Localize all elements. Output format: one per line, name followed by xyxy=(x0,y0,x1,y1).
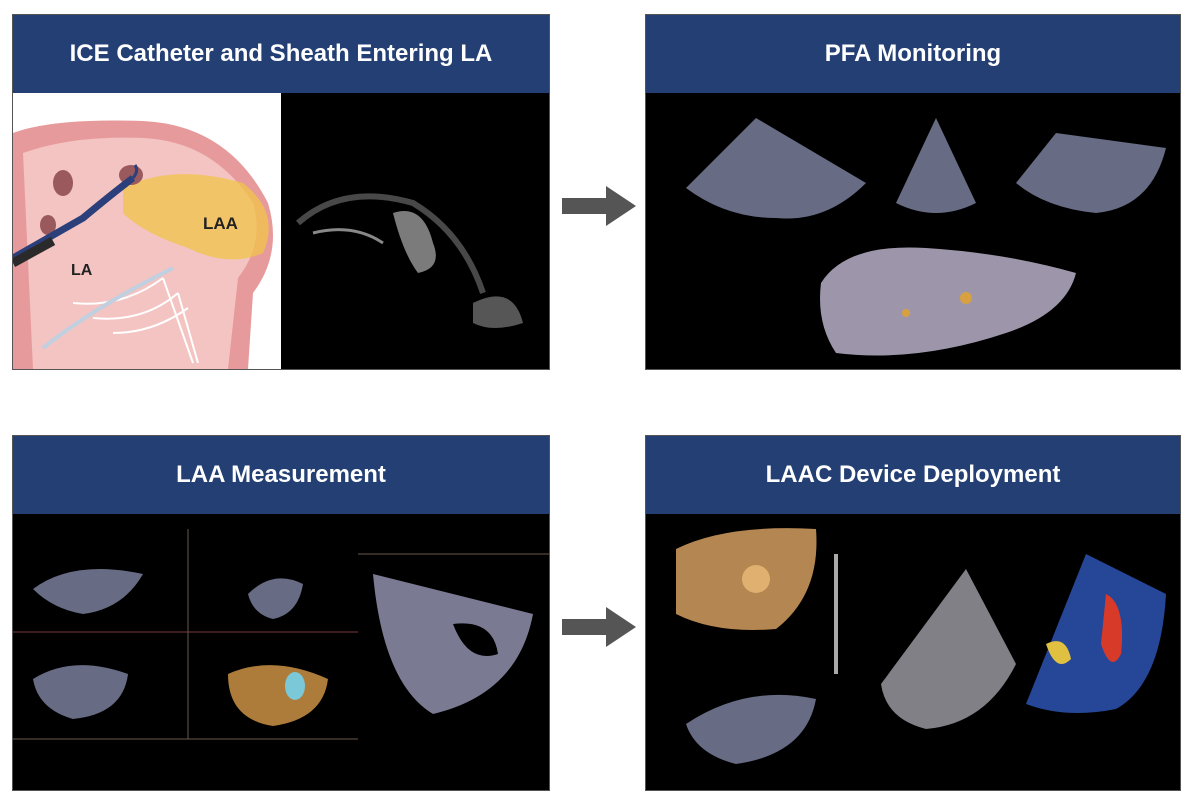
echo-sector xyxy=(881,569,1016,729)
echo-tissue xyxy=(296,193,486,294)
doppler-flow-red xyxy=(1101,594,1122,662)
panel-laac-deployment: LAAC Device Deployment xyxy=(645,435,1181,791)
panel-body-laa xyxy=(13,514,549,790)
laac-echo-images xyxy=(676,528,1166,764)
laa-measurement-views xyxy=(13,529,549,740)
echo-view xyxy=(686,694,816,764)
panel-body-ice: LAA LA xyxy=(13,93,549,369)
echo-view xyxy=(33,665,128,719)
occluder-device xyxy=(742,565,770,593)
zoomed-laa-view xyxy=(373,574,533,714)
3d-echo-render xyxy=(820,247,1076,356)
panel-title-laa: LAA Measurement xyxy=(13,436,549,514)
label-la: LA xyxy=(71,262,93,279)
pulmonary-vein-opening xyxy=(40,215,56,235)
ice-illustration-and-echo: LAA LA xyxy=(13,93,549,369)
catheter-electrode xyxy=(902,309,910,317)
echo-view xyxy=(33,569,143,614)
arrow-right-icon xyxy=(562,186,636,226)
laa-orifice xyxy=(285,672,305,700)
panel-title-ice: ICE Catheter and Sheath Entering LA xyxy=(13,15,549,93)
echo-tissue xyxy=(312,228,384,245)
catheter-electrode xyxy=(960,292,972,304)
echo-sector xyxy=(896,118,976,213)
color-scale-bar xyxy=(834,554,838,674)
3d-laa-render xyxy=(228,665,328,726)
panel-ice-catheter: ICE Catheter and Sheath Entering LA LAA … xyxy=(12,14,550,370)
echo-sector xyxy=(1016,133,1166,213)
laa-highlight xyxy=(123,174,269,260)
panel-title-laac: LAAC Device Deployment xyxy=(646,436,1180,514)
panel-body-pfa xyxy=(646,93,1180,369)
pfa-echo-images xyxy=(686,118,1166,356)
ice-sheath xyxy=(13,175,136,262)
color-doppler-sector xyxy=(1026,554,1166,713)
echo-tissue xyxy=(473,296,523,328)
echo-tissue xyxy=(393,211,436,273)
laa-lumen xyxy=(453,623,498,656)
catheter-shaft xyxy=(13,237,56,267)
catheter-tip xyxy=(131,164,139,179)
echo-sector xyxy=(686,118,866,219)
panel-pfa-monitoring: PFA Monitoring xyxy=(645,14,1181,370)
arrow-right-icon xyxy=(562,607,636,647)
doppler-flow-yellow xyxy=(1046,641,1071,664)
valve-leaflet xyxy=(41,266,174,350)
panel-laa-measurement: LAA Measurement xyxy=(12,435,550,791)
label-laa: LAA xyxy=(203,214,238,233)
pulmonary-vein-opening xyxy=(53,170,73,196)
echo-view xyxy=(248,578,303,619)
panel-body-laac xyxy=(646,514,1180,790)
mitral-chords xyxy=(72,277,199,364)
panel-title-pfa: PFA Monitoring xyxy=(646,15,1180,93)
